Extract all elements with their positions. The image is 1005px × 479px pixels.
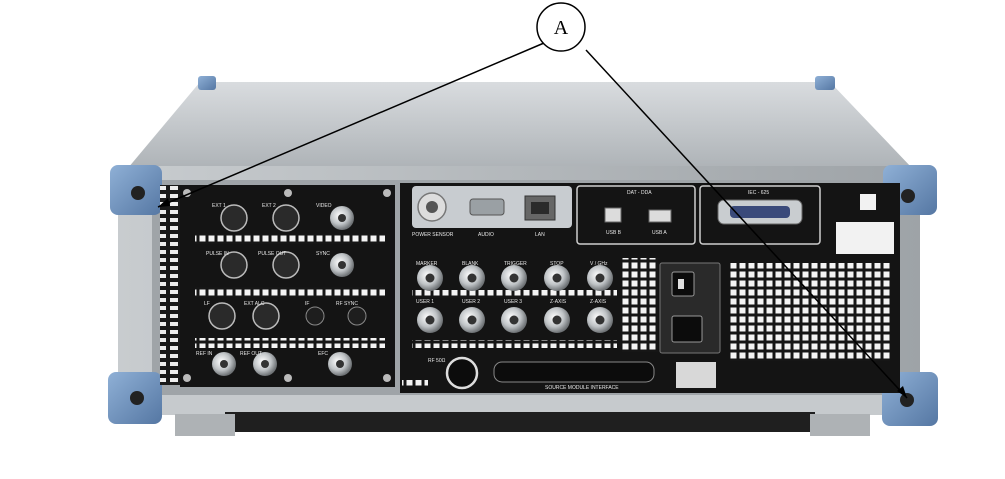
usb-box-title: DAT - DDA bbox=[627, 190, 652, 196]
panel-screws bbox=[183, 189, 391, 382]
bnc-pin bbox=[509, 315, 519, 325]
label-blank: BLANK bbox=[462, 261, 479, 267]
label-lan: LAN bbox=[535, 232, 545, 238]
label-ext2: EXT 2 bbox=[262, 203, 276, 209]
label-if: IF bbox=[305, 301, 309, 307]
left-vent-strip bbox=[160, 185, 180, 385]
label-lf: LF bbox=[204, 301, 210, 307]
bnc-row-bottom bbox=[417, 307, 613, 333]
callout-circle bbox=[536, 2, 586, 52]
bnc-pin bbox=[595, 315, 605, 325]
label-ref-in: REF IN bbox=[196, 351, 213, 357]
label-user3: USER 3 bbox=[504, 299, 522, 305]
label-user1: USER 1 bbox=[416, 299, 434, 305]
bnc-row-top bbox=[417, 265, 613, 291]
callout-a: A bbox=[157, 2, 908, 399]
label-stop: STOP bbox=[550, 261, 564, 267]
label-rf-sync: RF SYNC bbox=[336, 301, 358, 307]
label-z-axis-2: Z-AXIS bbox=[590, 299, 607, 305]
lower-panel-details: MARKER BLANK TRIGGER STOP V / GHz USER 1… bbox=[402, 258, 890, 391]
label-usb-a: USB A bbox=[652, 230, 667, 236]
label-source-module-interface: SOURCE MODULE INTERFACE bbox=[545, 385, 619, 391]
label-audio: AUDIO bbox=[478, 232, 494, 238]
callout-label: A bbox=[554, 17, 569, 39]
label-pulse-out: PULSE OUT bbox=[258, 251, 286, 257]
label-efc: EFC bbox=[318, 351, 328, 357]
iec-box-title: IEC - 625 bbox=[748, 190, 769, 196]
bnc-pin bbox=[425, 315, 435, 325]
bnc-pin bbox=[467, 273, 477, 283]
label-usb-b: USB B bbox=[606, 230, 622, 236]
label-rf: RF 50Ω bbox=[428, 358, 446, 364]
label-marker: MARKER bbox=[416, 261, 438, 267]
label-z-axis-1: Z-AXIS bbox=[550, 299, 567, 305]
bnc-pin bbox=[425, 273, 435, 283]
bnc-pin bbox=[509, 273, 519, 283]
label-video: VIDEO bbox=[316, 203, 332, 209]
bnc-pin bbox=[552, 273, 562, 283]
top-cover bbox=[128, 76, 912, 168]
label-v-ghz: V / GHz bbox=[590, 261, 608, 267]
bnc-pin bbox=[552, 315, 562, 325]
label-ext1: EXT 1 bbox=[212, 203, 226, 209]
label-ref-out: REF OUT bbox=[240, 351, 262, 357]
bnc-pin bbox=[467, 315, 477, 325]
left-connector-module: EXT 1 EXT 2 VIDEO PULSE IN PULSE OUT SYN… bbox=[180, 185, 395, 387]
label-trigger: TRIGGER bbox=[504, 261, 527, 267]
label-sync: SYNC bbox=[316, 251, 330, 257]
label-user2: USER 2 bbox=[462, 299, 480, 305]
label-pulse-in: PULSE IN bbox=[206, 251, 229, 257]
bnc-pin bbox=[595, 273, 605, 283]
label-ext-alc: EXT ALC bbox=[244, 301, 265, 307]
label-power-sensor: POWER SENSOR bbox=[412, 232, 454, 238]
